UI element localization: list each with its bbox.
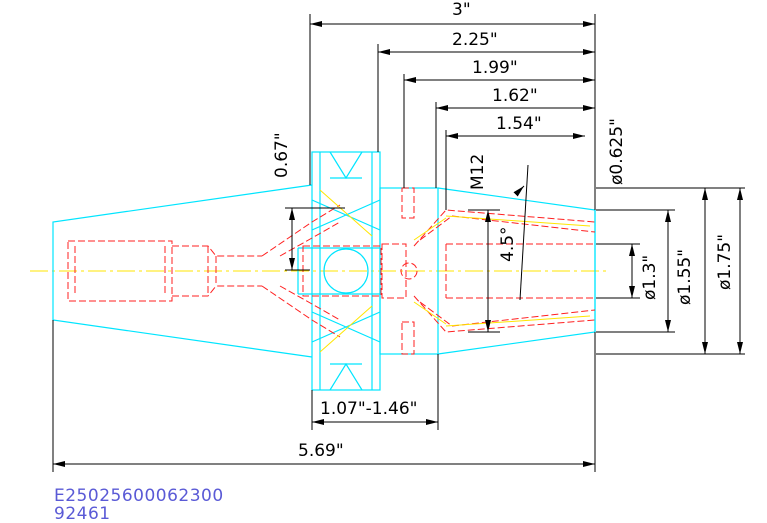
hidden-lines xyxy=(67,187,596,355)
dim-067: 0.67" xyxy=(272,132,292,178)
dim-199: 1.99" xyxy=(472,58,518,78)
part-number: E25025600062300 xyxy=(54,486,224,506)
dia-13: ø1.3" xyxy=(640,255,660,300)
construction-lines xyxy=(319,189,591,353)
dim-3: 3" xyxy=(452,0,471,20)
angle-label: 4.5° xyxy=(498,226,518,262)
dimension-lines xyxy=(52,14,745,472)
dim-range: 1.07"-1.46" xyxy=(320,399,417,419)
thread-m12: M12 xyxy=(468,154,488,190)
holder-outline xyxy=(52,151,596,391)
dim-162: 1.62" xyxy=(492,86,538,106)
dia-175: ø1.75" xyxy=(715,234,735,290)
dimension-labels: 3" 2.25" 1.99" 1.62" 1.54" 0.67" M12 4.5… xyxy=(272,0,735,461)
dia-155: ø1.55" xyxy=(675,249,695,305)
dia-0625: ø0.625" xyxy=(607,118,627,185)
dim-154: 1.54" xyxy=(496,114,542,134)
dim-569: 5.69" xyxy=(298,441,344,461)
part-code: 92461 xyxy=(54,504,111,523)
dim-225: 2.25" xyxy=(452,30,498,50)
